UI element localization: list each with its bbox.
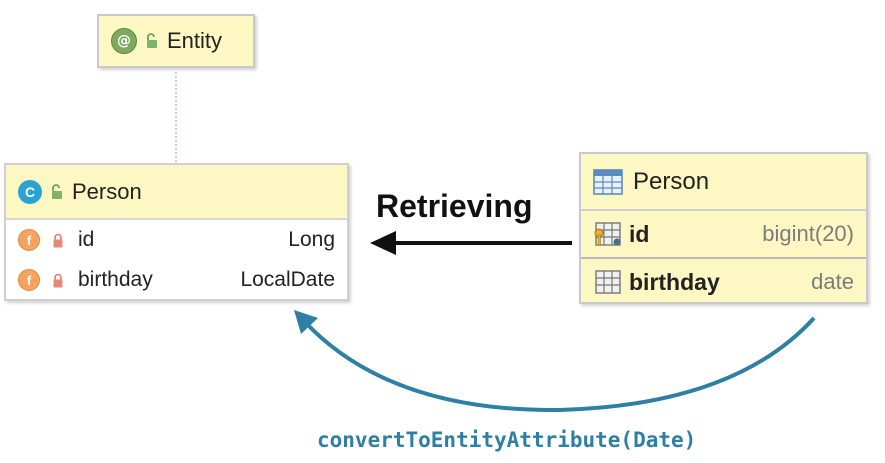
field-name: id [78,228,95,251]
private-lock-icon [53,233,63,247]
converter-method-label: convertToEntityAttribute(Date) [317,428,697,452]
class-field-row[interactable]: f birthday LocalDate [6,260,347,300]
entity-annotation-box[interactable]: @ Entity [97,14,255,68]
primary-key-column-icon [594,222,621,246]
field-badge-icon: f [18,269,40,291]
person-class-box[interactable]: C Person f id Long f birthday LocalDate [4,163,349,301]
field-name: birthday [78,268,153,291]
annotation-badge-icon: @ [111,28,137,54]
class-badge-icon: C [18,179,42,204]
person-table-box[interactable]: Person id bigint(20) birthday date [579,152,868,304]
column-name: id [629,220,650,247]
annotation-connector [175,68,177,162]
table-column-row[interactable]: id bigint(20) [581,211,866,259]
retrieving-arrow [370,231,572,255]
open-lock-icon [147,33,157,48]
column-type: bigint(20) [762,221,854,246]
column-name: birthday [629,268,720,295]
class-name: Person [72,178,142,204]
table-icon [593,168,623,195]
open-lock-icon [52,183,62,199]
annotation-label: Entity [167,28,223,53]
class-field-row[interactable]: f id Long [6,220,347,260]
table-name: Person [633,167,710,195]
retrieving-label: Retrieving [376,188,533,224]
column-icon [595,270,621,294]
field-type: LocalDate [240,268,335,291]
private-lock-icon [53,273,63,287]
class-header: C Person [6,165,347,220]
field-badge-icon: f [18,229,40,251]
field-type: Long [288,228,335,251]
converter-arrow [294,310,816,413]
table-header: Person [581,154,866,211]
table-column-row[interactable]: birthday date [581,259,866,305]
column-type: date [811,269,854,294]
